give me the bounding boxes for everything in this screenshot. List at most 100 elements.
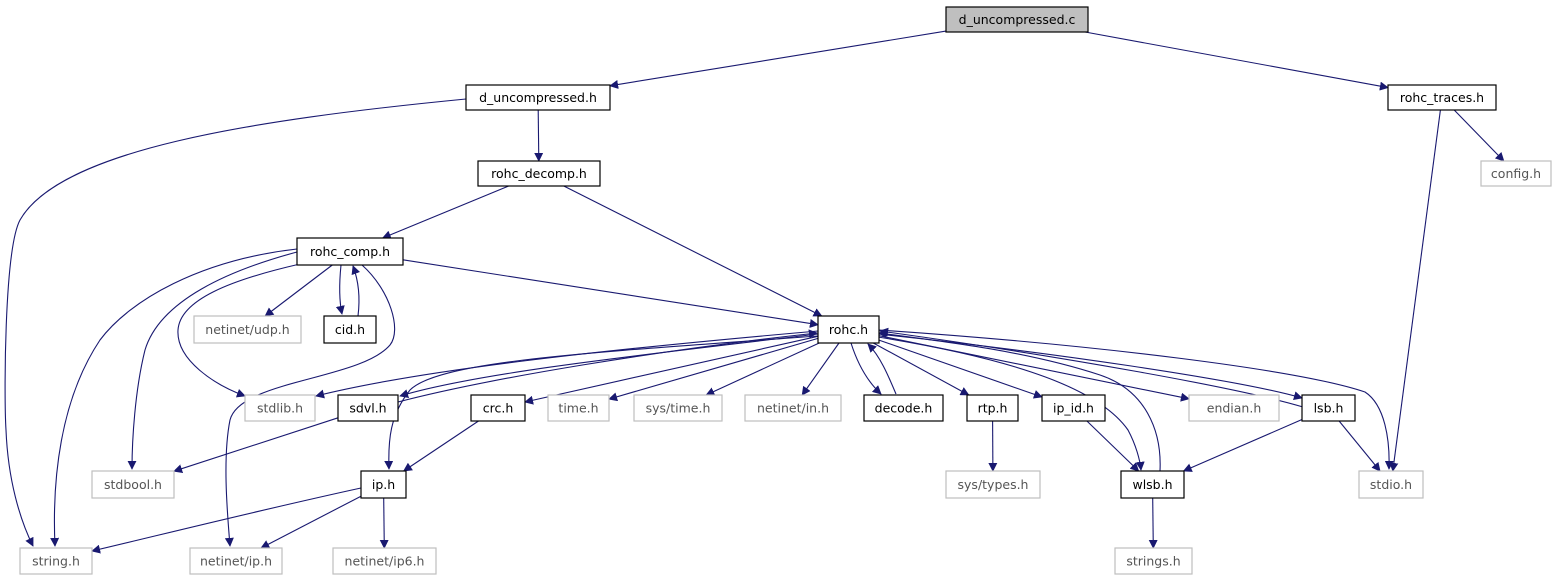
- edge-sdvl-h-to-rohc-h: [397, 329, 818, 403]
- node-layer: d_uncompressed.c d_uncompressed.h rohc_tra…: [19, 6, 1552, 575]
- node-label: stdlib.h: [257, 401, 303, 416]
- edge-d-uncompressed-c-to-d-uncompressed-h: [609, 30, 947, 89]
- edge-sdvl-h-to-stdbool-h: [173, 417, 339, 473]
- edge-rohc-comp-h-to-stdlib-h: [177, 263, 301, 398]
- node-box: [470, 394, 526, 422]
- node-box: [633, 394, 723, 422]
- edge-decode-h-to-rohc-h: [867, 343, 897, 395]
- node-lsb-h[interactable]: lsb.h: [1301, 394, 1356, 422]
- node-decode-h[interactable]: decode.h: [863, 394, 944, 422]
- edge-rohc-h-to-rtp-h: [873, 342, 970, 396]
- edge-d-uncompressed-h-to-rohc-decomp-h: [534, 109, 544, 162]
- node-box: [193, 315, 302, 344]
- node-label: d_uncompressed.h: [479, 90, 597, 105]
- node-sys-types-h: sys/types.h: [945, 470, 1041, 499]
- node-label: ip_id.h: [1053, 401, 1094, 416]
- node-box: [945, 6, 1089, 33]
- node-box: [1041, 394, 1106, 422]
- node-box: [1387, 84, 1497, 111]
- edge-ip-id-h-to-wlsb-h: [1086, 420, 1140, 472]
- node-box: [19, 547, 93, 575]
- edge-ip-h-to-netinet-ip6-h: [379, 497, 389, 549]
- node-wlsb-h[interactable]: wlsb.h: [1120, 470, 1185, 499]
- node-netinet-ip-h: netinet/ip.h: [189, 547, 283, 575]
- node-box: [1188, 394, 1280, 422]
- edge-lsb-h-to-wlsb-h: [1182, 418, 1303, 472]
- edge-ip-h-to-netinet-ip-h: [260, 495, 362, 549]
- edge-rohc-decomp-h-to-rohc-h: [563, 185, 823, 317]
- edge-rohc-comp-h-to-netinet-udp-h: [264, 264, 333, 317]
- edge-rohc-traces-h-to-config-h: [1453, 109, 1505, 162]
- node-netinet-in-h: netinet/in.h: [744, 394, 842, 422]
- node-label: netinet/in.h: [757, 401, 829, 416]
- node-stdbool-h: stdbool.h: [91, 470, 175, 499]
- node-sdvl-h[interactable]: sdvl.h: [337, 394, 399, 422]
- node-cid-h[interactable]: cid.h: [323, 315, 377, 344]
- node-label: rohc.h: [829, 322, 868, 337]
- node-label: d_uncompressed.c: [959, 12, 1076, 27]
- node-label: cid.h: [335, 322, 365, 337]
- edge-rohc-h-to-stdlib-h: [315, 330, 819, 399]
- edge-ip-h-to-string-h: [91, 487, 362, 554]
- edge-rohc-h-to-stdio-h: [878, 329, 1394, 470]
- edge-rohc-comp-h-to-string-h: [50, 248, 298, 547]
- edge-lsb-h-to-stdio-h: [1338, 420, 1381, 472]
- edge-rohc-traces-h-to-stdio-h: [1389, 109, 1441, 472]
- node-box: [465, 84, 611, 111]
- node-config-h: config.h: [1480, 160, 1552, 187]
- node-rohc-decomp-h[interactable]: rohc_decomp.h: [477, 160, 601, 187]
- edge-rohc-h-to-sdvl-h: [399, 333, 819, 398]
- node-d-uncompressed-h[interactable]: d_uncompressed.h: [465, 84, 611, 111]
- edge-d-uncompressed-h-to-string-h: [4, 98, 467, 547]
- node-label: rohc_comp.h: [310, 244, 390, 259]
- node-box: [744, 394, 842, 422]
- node-rohc-comp-h[interactable]: rohc_comp.h: [296, 237, 404, 266]
- node-box: [817, 315, 880, 344]
- edge-rohc-h-to-time-h: [608, 337, 819, 402]
- node-label: ip.h: [372, 477, 395, 492]
- node-label: sys/types.h: [958, 477, 1029, 492]
- node-d-uncompressed-c[interactable]: d_uncompressed.c: [945, 6, 1089, 33]
- node-ip-h[interactable]: ip.h: [360, 470, 407, 499]
- node-box: [332, 547, 437, 575]
- node-ip-id-h[interactable]: ip_id.h: [1041, 394, 1106, 422]
- node-box: [244, 394, 316, 422]
- edge-rohc-h-to-sys-time-h: [705, 342, 820, 396]
- node-sys-time-h: sys/time.h: [633, 394, 723, 422]
- edge-rohc-h-to-ip-h: [384, 335, 819, 470]
- node-box: [1358, 470, 1424, 499]
- edge-rohc-h-to-crc-h: [524, 335, 819, 405]
- node-netinet-ip6-h: netinet/ip6.h: [332, 547, 437, 575]
- node-label: rohc_traces.h: [1400, 90, 1484, 105]
- edge-rohc-comp-h-to-netinet-ip-h: [224, 264, 396, 547]
- node-box: [966, 394, 1019, 422]
- node-label: endian.h: [1207, 401, 1262, 416]
- node-box: [337, 394, 399, 422]
- edge-cid-h-to-rohc-comp-h: [351, 265, 361, 317]
- node-box: [863, 394, 944, 422]
- node-rtp-h[interactable]: rtp.h: [966, 394, 1019, 422]
- edge-rohc-comp-h-to-stdbool-h: [127, 251, 298, 470]
- edge-rohc-h-to-ip-id-h: [878, 339, 1043, 399]
- node-label: wlsb.h: [1132, 477, 1172, 492]
- node-label: sdvl.h: [349, 401, 386, 416]
- edge-crc-h-to-ip-h: [402, 420, 479, 472]
- node-box: [91, 470, 175, 499]
- node-label: rtp.h: [978, 401, 1008, 416]
- edge-rohc-comp-h-to-rohc-h: [402, 259, 819, 328]
- node-crc-h[interactable]: crc.h: [470, 394, 526, 422]
- node-box: [477, 160, 601, 187]
- edge-d-uncompressed-c-to-rohc-traces-h: [1085, 31, 1389, 91]
- node-time-h: time.h: [547, 394, 610, 422]
- node-rohc-traces-h[interactable]: rohc_traces.h: [1387, 84, 1497, 111]
- node-box: [1114, 547, 1193, 575]
- node-label: config.h: [1491, 166, 1541, 181]
- node-label: time.h: [558, 401, 598, 416]
- node-label: crc.h: [483, 401, 514, 416]
- node-box: [360, 470, 407, 499]
- node-box: [1120, 470, 1185, 499]
- node-rohc-h[interactable]: rohc.h: [817, 315, 880, 344]
- node-label: netinet/ip6.h: [345, 554, 425, 569]
- node-label: stdio.h: [1370, 477, 1412, 492]
